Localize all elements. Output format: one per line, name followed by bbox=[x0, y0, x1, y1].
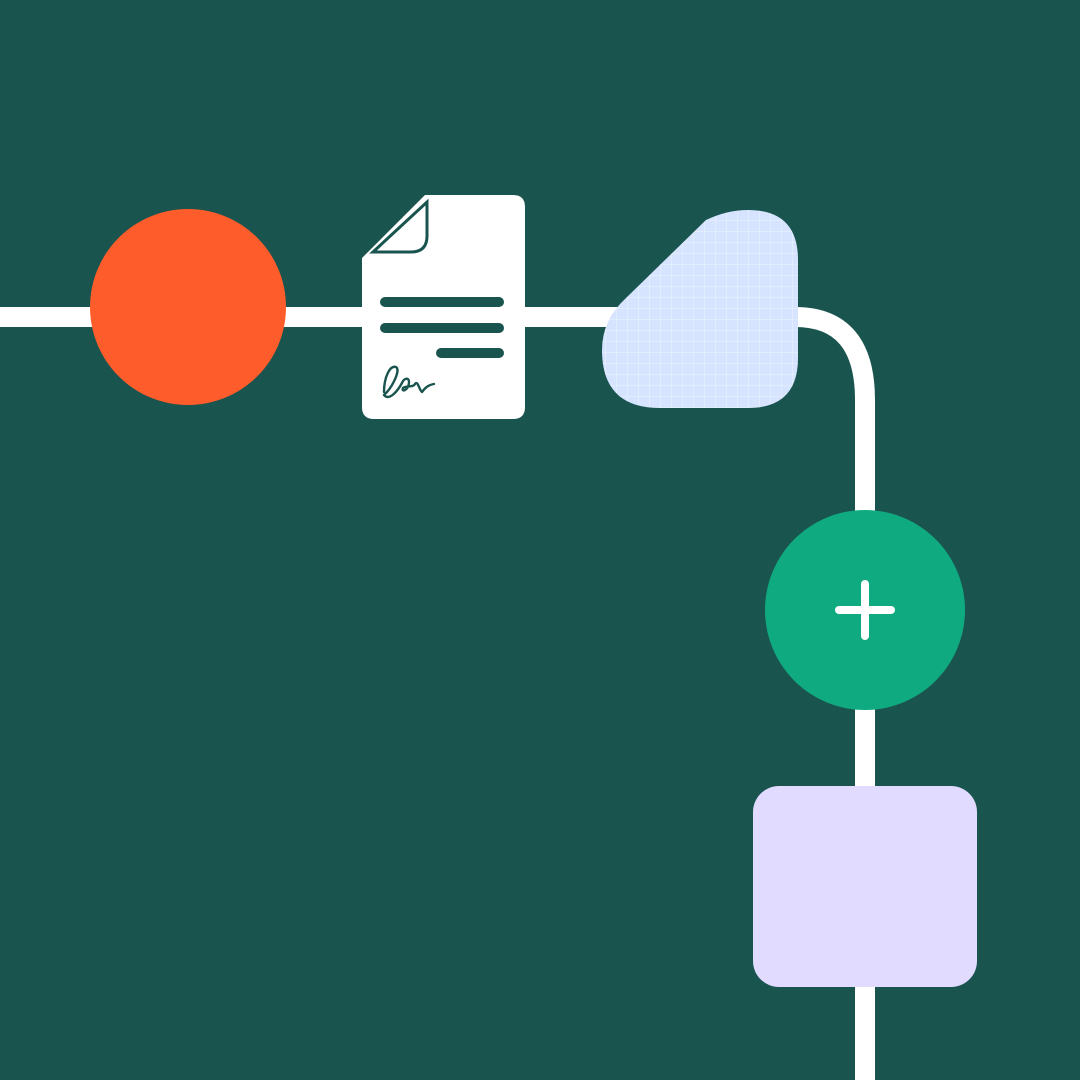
document-text-line bbox=[380, 323, 504, 333]
grid-pattern bbox=[602, 210, 798, 408]
document-text-line bbox=[380, 297, 504, 307]
add-step-node[interactable] bbox=[765, 510, 965, 710]
grid-node bbox=[602, 210, 798, 408]
signature-icon bbox=[382, 365, 436, 399]
document-node bbox=[362, 195, 525, 419]
connector-line bbox=[0, 307, 875, 1080]
start-node bbox=[90, 209, 286, 405]
plus-icon bbox=[835, 580, 895, 640]
document-fold-icon bbox=[369, 198, 429, 254]
end-node bbox=[753, 786, 977, 987]
document-text-line bbox=[436, 348, 504, 358]
